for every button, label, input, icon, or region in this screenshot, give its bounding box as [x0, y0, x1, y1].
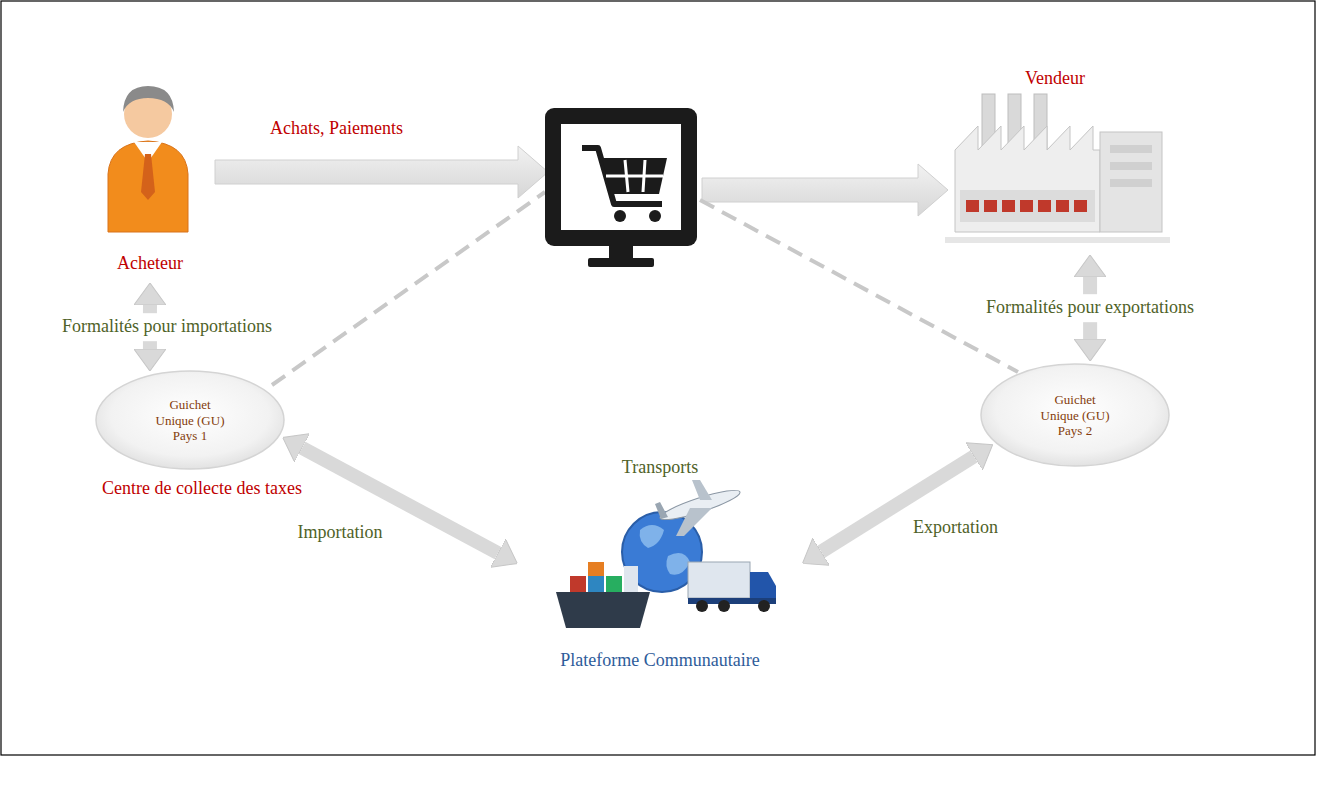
double-arrow	[821, 456, 974, 551]
single-window-ellipse: Guichet Unique (GU) Pays 2	[980, 363, 1170, 467]
purchase-arrow	[215, 146, 548, 198]
buyer-icon	[108, 86, 188, 232]
ellipse-label: Guichet Unique (GU) Pays 2	[1036, 392, 1114, 439]
edge-label: Formalités pour importations	[57, 313, 277, 341]
ship-icon	[556, 562, 650, 628]
transport-illustration	[556, 480, 776, 628]
buyer-node: Acheteur	[95, 85, 205, 280]
platform-node: TransportsPlateforme Communautaire	[520, 455, 800, 675]
dashed-link	[272, 192, 545, 385]
ellipse-label: Guichet Unique (GU) Pays 1	[151, 397, 229, 444]
ellipse-shape	[96, 371, 284, 469]
node-caption: Plateforme Communautaire	[560, 650, 759, 672]
shop-computer-icon	[545, 108, 697, 267]
edge-label: Importation	[298, 522, 383, 544]
heading-text: Transports	[622, 457, 698, 479]
edge-label: Exportation	[913, 517, 998, 539]
seller-factory-icon	[945, 94, 1170, 240]
seller-node: Vendeur	[940, 65, 1180, 252]
order-arrow	[702, 164, 948, 216]
actor-name: Vendeur	[1025, 68, 1085, 90]
plane-icon	[655, 480, 742, 536]
outside-caption: Centre de collecte des taxes	[102, 478, 302, 500]
edge-label: Formalités pour exportations	[981, 294, 1199, 322]
actor-name: Acheteur	[117, 253, 183, 275]
flow-label: Achats, Paiements	[270, 118, 403, 140]
frame-border	[1, 1, 1315, 755]
ellipse-shape	[981, 364, 1169, 466]
truck-icon	[688, 562, 776, 612]
single-window-ellipse: Guichet Unique (GU) Pays 1Centre de coll…	[95, 370, 285, 470]
